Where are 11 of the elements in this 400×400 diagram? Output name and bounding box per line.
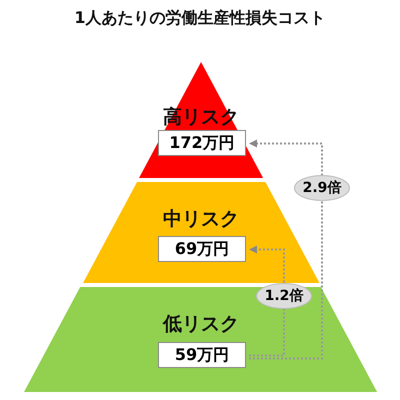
pyramid-band bbox=[138, 62, 264, 178]
edge-label: 2.9倍 bbox=[294, 175, 350, 201]
title: 1人あたりの労働生産性損失コスト bbox=[73, 8, 327, 29]
pyramid-band bbox=[24, 287, 378, 392]
value-box: 69万円 bbox=[158, 236, 246, 262]
band-heading: 低リスク bbox=[162, 312, 240, 337]
connector-arrow bbox=[249, 140, 323, 360]
connector-arrow bbox=[249, 246, 285, 356]
value-box: 172万円 bbox=[158, 130, 246, 156]
value-box: 59万円 bbox=[158, 342, 246, 368]
band-heading: 中リスク bbox=[162, 207, 240, 232]
